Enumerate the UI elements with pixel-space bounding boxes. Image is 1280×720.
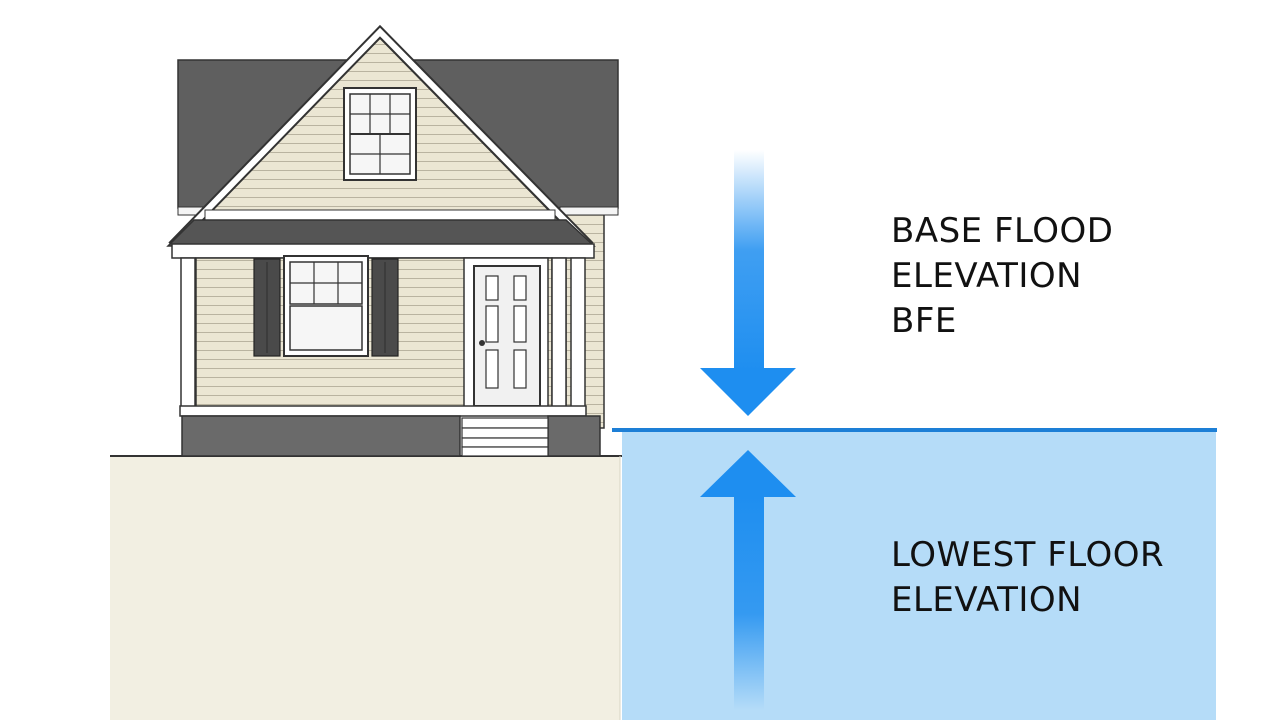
base-flood-elevation-label: BASE FLOOD ELEVATION BFE <box>891 209 1113 344</box>
attic-window <box>343 87 417 181</box>
porch-column-mid <box>551 257 567 411</box>
porch-roof <box>166 219 596 247</box>
bfe-label-line-1: BASE FLOOD <box>891 211 1114 251</box>
bfe-label-line-2: ELEVATION <box>891 256 1083 296</box>
house-icon <box>166 24 619 457</box>
front-window <box>253 255 399 357</box>
bfe-label-line-3: BFE <box>891 301 957 341</box>
ground-block <box>110 456 620 720</box>
porch-fascia <box>171 243 595 259</box>
lfe-label-line-1: LOWEST FLOOR <box>891 535 1165 575</box>
porch-floor <box>179 405 587 417</box>
lfe-label-line-2: ELEVATION <box>891 580 1083 620</box>
foundation-right <box>547 415 601 457</box>
gable-trim-inner <box>169 27 593 249</box>
front-steps <box>461 417 549 457</box>
lowest-floor-elevation-label: LOWEST FLOOR ELEVATION <box>891 533 1164 623</box>
porch-column-right <box>570 257 586 411</box>
gable-band <box>204 209 556 221</box>
porch-column-left <box>180 257 196 411</box>
arrow-up-icon <box>700 450 796 710</box>
front-door <box>463 257 549 411</box>
eave-right <box>559 206 619 216</box>
foundation <box>181 415 461 457</box>
arrow-down-icon <box>700 150 796 416</box>
